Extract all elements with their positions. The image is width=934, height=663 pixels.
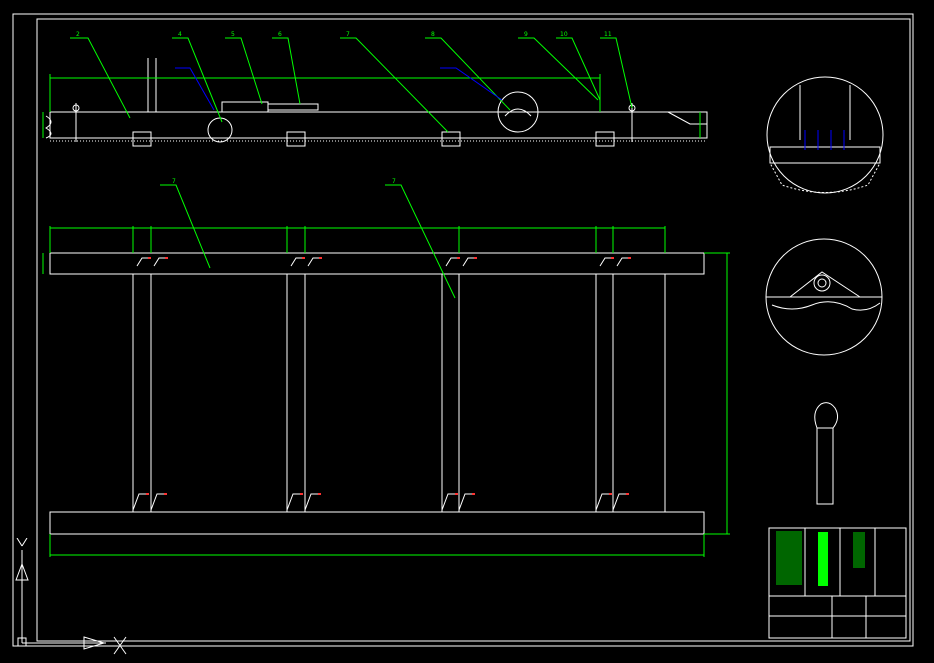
detail-b[interactable] bbox=[765, 238, 883, 356]
elevation-view[interactable] bbox=[42, 37, 708, 147]
outer-border bbox=[12, 13, 914, 647]
detail-a[interactable] bbox=[766, 76, 884, 194]
balloon-label: 10 bbox=[560, 31, 568, 38]
balloon-label: 7 bbox=[392, 178, 396, 185]
inner-border bbox=[36, 18, 911, 642]
balloon-label: 5 bbox=[231, 31, 235, 38]
title-block-green-cells bbox=[776, 531, 865, 586]
balloon-label: 11 bbox=[604, 31, 612, 38]
plan-view[interactable] bbox=[42, 184, 730, 557]
balloon-label: 8 bbox=[431, 31, 435, 38]
balloon-label: 9 bbox=[524, 31, 528, 38]
balloon-label: 6 bbox=[278, 31, 282, 38]
balloon-label: 7 bbox=[346, 31, 350, 38]
balloon-label: 7 bbox=[172, 178, 176, 185]
balloon-label: 2 bbox=[76, 31, 80, 38]
balloon-label: 4 bbox=[178, 31, 182, 38]
detail-c[interactable] bbox=[814, 402, 839, 505]
title-block[interactable] bbox=[768, 527, 907, 639]
ucs-axis-icon bbox=[15, 538, 127, 655]
